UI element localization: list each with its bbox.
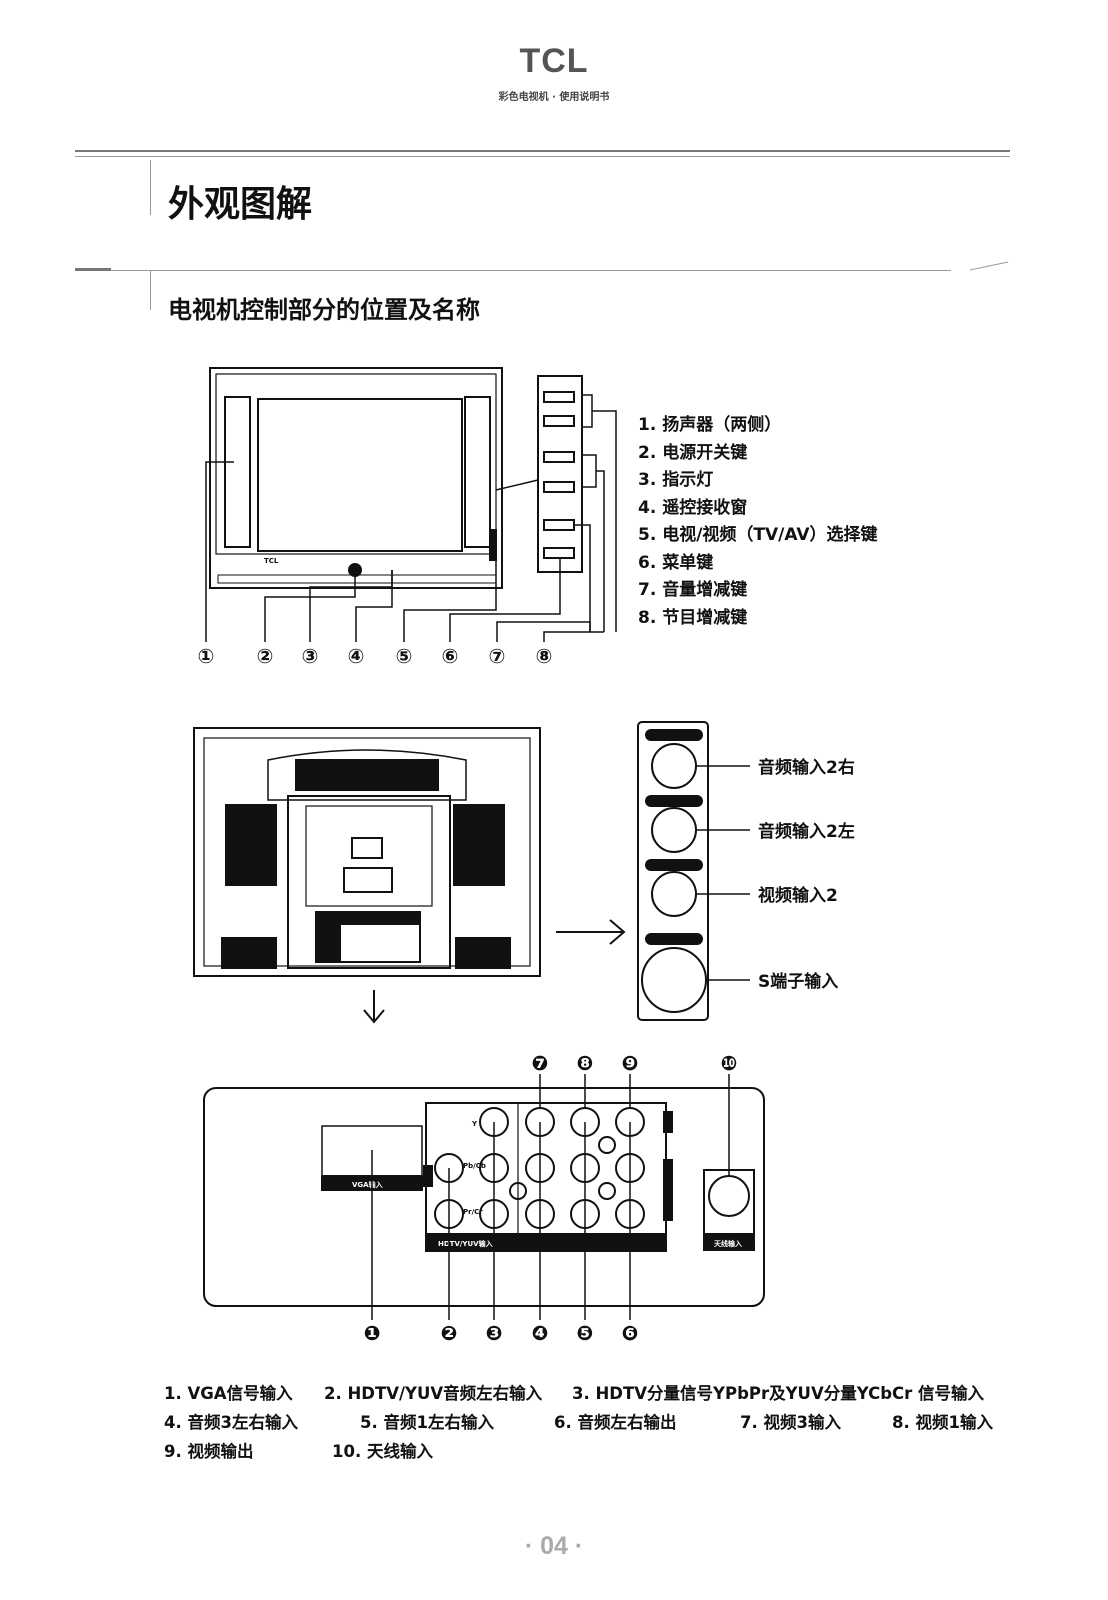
legend-item: 8. 节目增减键 [638, 607, 748, 628]
page-number: · 04 · [524, 1532, 584, 1560]
front-callout-7: ⑦ [489, 644, 506, 668]
manual-subtitle: 彩色电视机 · 使用说明书 [498, 92, 610, 103]
front-callout-numbers: ① ② ③ ④ ⑤ ⑥ ⑦ ⑧ [198, 644, 553, 668]
side-label-video: 视频输入2 [758, 885, 838, 906]
rear-callout-2: ❷ [441, 1321, 458, 1345]
front-callout-2: ② [257, 644, 274, 668]
rear-legend: 1. VGA信号输入 2. HDTV/YUV音频左右输入 3. HDTV分量信号… [164, 1380, 1044, 1467]
side-panel-labels: 音频输入2右 音频输入2左 视频输入2 S端子输入 [758, 757, 855, 992]
rear-legend-item: 5. 音频1左右输入 [360, 1413, 494, 1432]
control-panel-illustration [495, 375, 617, 632]
side-av-panel-illustration [637, 721, 750, 1021]
front-callout-8: ⑧ [536, 644, 553, 668]
legend-item: 2. 电源开关键 [638, 442, 748, 463]
side-label-audio-r: 音频输入2右 [758, 757, 855, 778]
port-tag-y: Y [471, 1120, 478, 1128]
rear-legend-row-2: 4. 音频3左右输入 5. 音频1左右输入 6. 音频左右输出 7. 视频3输入… [164, 1409, 1044, 1438]
subsection-rule [111, 270, 951, 271]
section-title: 外观图解 [168, 184, 313, 225]
rear-callout-10: ❿ [721, 1051, 738, 1075]
rear-callout-lines [371, 1074, 730, 1320]
front-callout-3: ③ [302, 644, 319, 668]
svg-text:TCL: TCL [264, 557, 279, 565]
port-tag-vga: VGA输入 [352, 1180, 383, 1189]
legend-item: 4. 遥控接收窗 [638, 497, 748, 518]
front-callout-4: ④ [348, 644, 365, 668]
rear-callout-6: ❻ [622, 1321, 639, 1345]
front-callout-5: ⑤ [396, 644, 413, 668]
front-callout-lines [205, 461, 604, 642]
legend-item: 3. 指示灯 [638, 470, 714, 490]
rear-legend-item: 1. VGA信号输入 [164, 1384, 293, 1403]
rear-callout-7: ❼ [532, 1051, 549, 1075]
legend-item: 6. 菜单键 [638, 552, 714, 573]
rear-legend-item: 4. 音频3左右输入 [164, 1413, 298, 1432]
front-callout-6: ⑥ [442, 644, 459, 668]
rear-legend-item: 10. 天线输入 [332, 1442, 433, 1461]
rear-legend-item: 2. HDTV/YUV音频左右输入 [324, 1384, 543, 1403]
rear-callout-8: ❽ [577, 1051, 594, 1075]
rear-callout-1: ❶ [364, 1321, 381, 1345]
rear-legend-row-1: 1. VGA信号输入 2. HDTV/YUV音频左右输入 3. HDTV分量信号… [164, 1380, 1044, 1409]
port-tag-hdtv: HDTV/YUV输入 [438, 1239, 493, 1248]
sub-title: 电视机控制部分的位置及名称 [168, 296, 480, 324]
rear-legend-item: 3. HDTV分量信号YPbPr及YUV分量YCbCr 信号输入 [572, 1384, 984, 1403]
rear-legend-row-3: 9. 视频输出 10. 天线输入 [164, 1438, 1044, 1467]
brand-logo: TCL [519, 42, 589, 80]
rear-callout-3: ❸ [486, 1321, 503, 1345]
rear-panel-tags: Y Pb/Cb Pr/Cr VGA输入 HDTV/YUV输入 天线输入 [352, 1120, 742, 1248]
header-rule-2 [75, 156, 1010, 157]
legend-item: 1. 扬声器（两侧） [638, 415, 782, 435]
rear-legend-item: 9. 视频输出 [164, 1442, 254, 1461]
title-vertical-bar [150, 160, 151, 215]
rear-connector-panel [203, 1087, 765, 1307]
rear-callouts: ❼ ❽ ❾ ❿ ❶ ❷ ❸ ❹ ❺ ❻ [364, 1051, 738, 1345]
side-label-audio-l: 音频输入2左 [758, 821, 855, 842]
front-legend-list: 1. 扬声器（两侧） 2. 电源开关键 3. 指示灯 4. 遥控接收窗 5. 电… [638, 412, 878, 632]
legend-item: 7. 音量增减键 [638, 580, 748, 600]
rear-legend-item: 6. 音频左右输出 [554, 1413, 677, 1432]
rear-callout-5: ❺ [577, 1321, 594, 1345]
port-tag-pr: Pr/Cr [463, 1208, 483, 1216]
front-callout-1: ① [198, 644, 215, 668]
port-tag-pb: Pb/Cb [463, 1162, 486, 1170]
rear-callout-4: ❹ [532, 1321, 549, 1345]
rear-legend-item: 7. 视频3输入 [740, 1413, 841, 1432]
rear-tv-illustration [193, 727, 626, 1024]
rear-callout-9: ❾ [622, 1051, 639, 1075]
header-rule-1 [75, 150, 1010, 152]
subsection-rule-short [75, 268, 111, 271]
side-label-s-video: S端子输入 [758, 971, 838, 992]
rear-legend-item: 8. 视频1输入 [892, 1413, 993, 1432]
port-tag-antenna: 天线输入 [714, 1239, 742, 1248]
front-tv-illustration: TCL [209, 261, 1009, 589]
subsection-vertical-bar [150, 270, 151, 310]
legend-item: 5. 电视/视频（TV/AV）选择键 [638, 525, 878, 545]
